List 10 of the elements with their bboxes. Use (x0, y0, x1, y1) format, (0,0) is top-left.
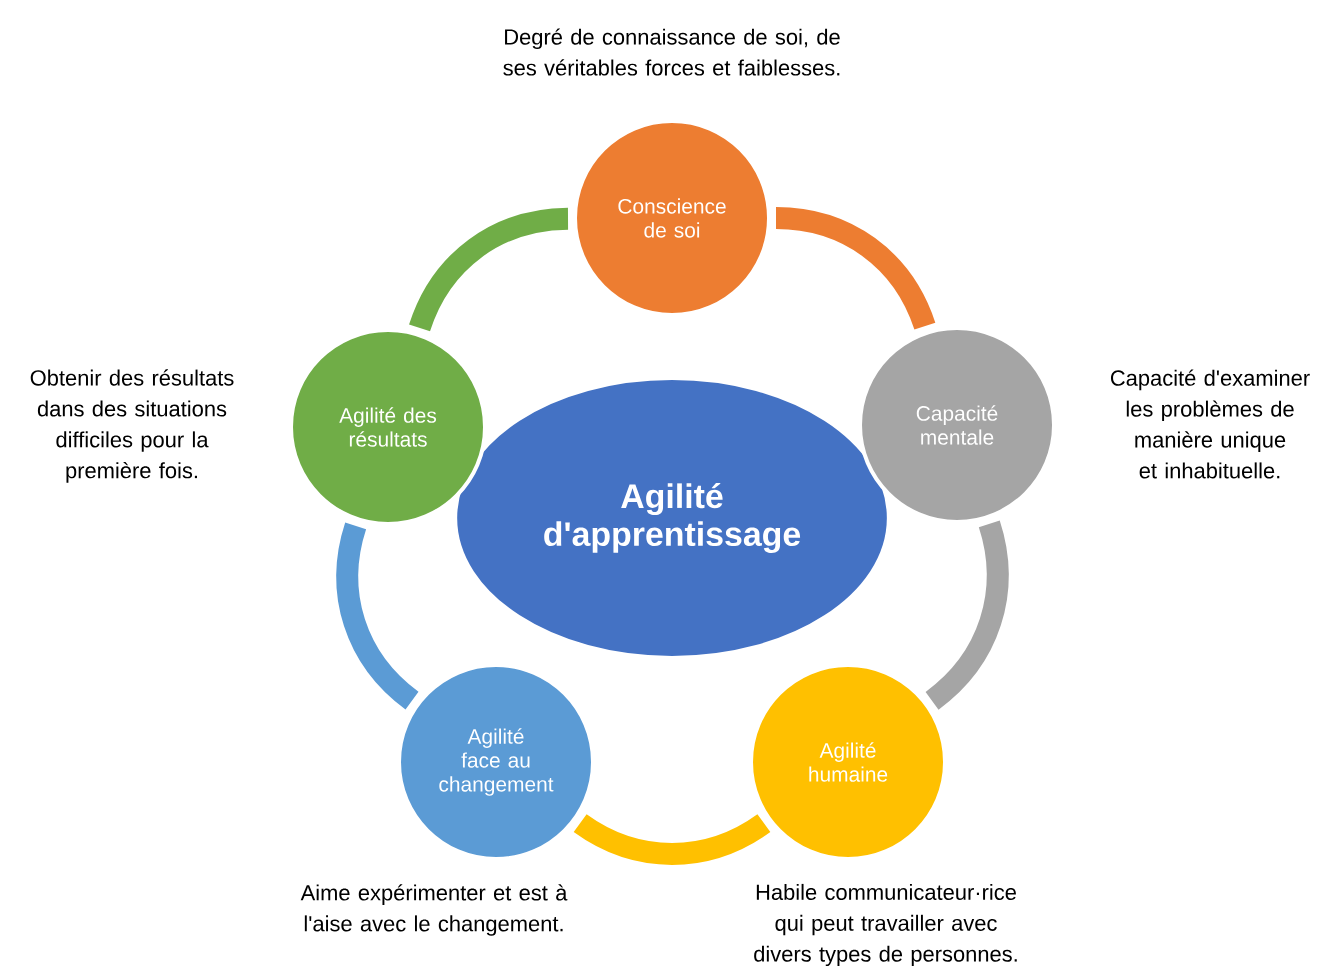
ring-segment (775, 207, 936, 330)
ring-segment (925, 521, 1009, 710)
ring-segment (409, 207, 569, 332)
ring-segment (574, 813, 770, 865)
description-text: Degré de connaissance de soi, de ses véritables forces et faiblesses. (503, 28, 840, 76)
ring-segment (336, 522, 419, 710)
description-text: Obtenir des résultats dans des situations difficiles pour la première fois. (30, 369, 234, 483)
description-text: Habile communicateur·rice qui peut travailler avec divers types de personnes. (754, 883, 1017, 967)
description-text: Capacité d'examiner les problèmes de manière unique et inhabituelle. (1110, 369, 1310, 479)
description-text: Aime expérimenter et est à l'aise avec le changement. (300, 884, 568, 936)
